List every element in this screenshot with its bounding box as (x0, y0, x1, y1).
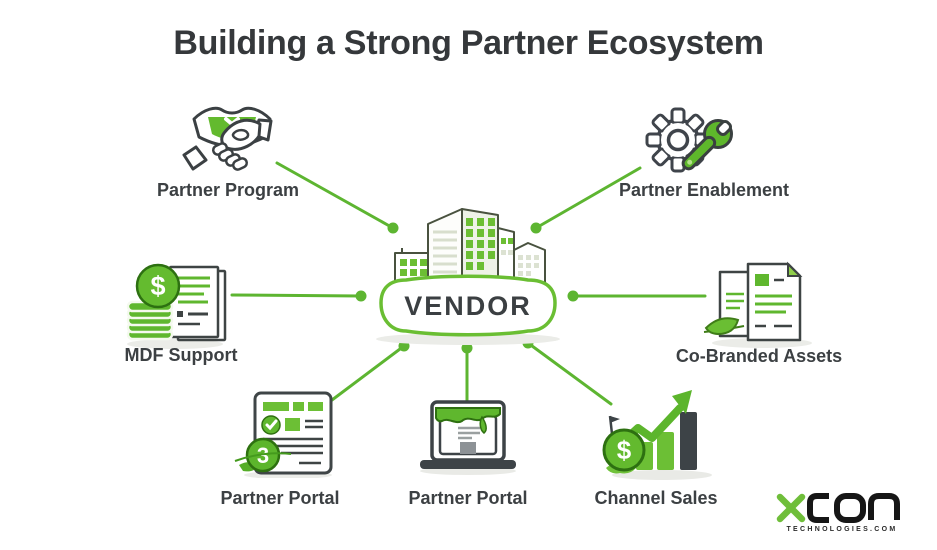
checklist-badge-icon: 3 (234, 391, 333, 478)
laptop-portal-icon (420, 400, 516, 475)
coins-document-icon: $ (126, 263, 227, 349)
node-label-partner-enablement: Partner Enablement (618, 180, 790, 200)
node-label-partner-program: Partner Program (156, 180, 300, 200)
brand-tagline: TECHNOLOGIES.COM (786, 526, 898, 533)
vendor-label: VENDOR (404, 291, 532, 321)
node-label-channel-sales: Channel Sales (594, 488, 718, 508)
city-buildings-icon: VENDOR (376, 208, 560, 345)
node-label-partner-portal-doc: Partner Portal (220, 488, 340, 508)
documents-leaf-icon (703, 261, 812, 348)
growth-chart-coin-icon: $ (602, 390, 712, 480)
dollar-sign: $ (617, 435, 632, 465)
brand-logo: TECHNOLOGIES.COM (775, 492, 909, 533)
dollar-sign: $ (150, 271, 165, 301)
badge-count: 3 (257, 443, 269, 468)
page-title: Building a Strong Partner Ecosystem (173, 24, 764, 62)
node-label-co-branded-assets: Co-Branded Assets (675, 346, 843, 366)
node-label-partner-portal-laptop: Partner Portal (408, 488, 528, 508)
handshake-shield-icon (182, 106, 273, 171)
xcon-logo-icon (776, 493, 900, 523)
node-label-mdf-support: MDF Support (124, 345, 238, 365)
vendor-pill (379, 274, 557, 337)
gear-wrench-icon (645, 107, 733, 173)
